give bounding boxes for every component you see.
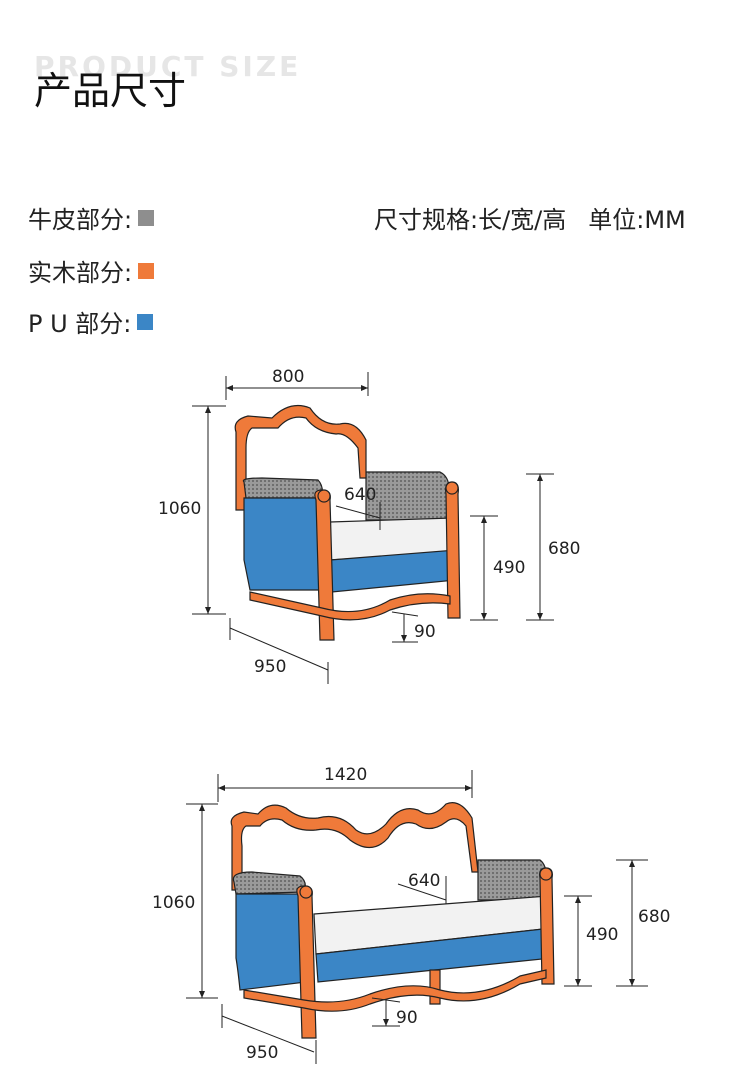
sofa-post-knob bbox=[299, 885, 313, 899]
sofa-width-text: 1420 bbox=[324, 765, 367, 785]
sofa-diagram: 1420 1060 640 680 490 90 950 bbox=[152, 765, 670, 1064]
armchair-depth-line bbox=[229, 627, 329, 671]
sofa-height-text: 1060 bbox=[152, 893, 195, 913]
sofa-right-knob bbox=[539, 867, 553, 881]
sofa-seat-height-text: 490 bbox=[586, 925, 618, 945]
armchair-height-text: 1060 bbox=[158, 499, 201, 519]
sofa-depth-line bbox=[221, 1015, 315, 1053]
legend-pu-label: P U 部分: bbox=[28, 310, 132, 338]
pu-swatch-icon bbox=[137, 313, 154, 330]
sofa-seat-depth-line bbox=[397, 883, 447, 901]
wood-swatch-icon bbox=[138, 262, 155, 279]
armchair-stretcher bbox=[249, 591, 451, 621]
size-spec-label: 尺寸规格:长/宽/高 bbox=[374, 206, 567, 234]
sofa-stretcher bbox=[243, 969, 547, 1012]
armchair-seat-depth-line bbox=[335, 505, 381, 519]
armchair-right-knob bbox=[445, 481, 459, 495]
sofa-leg-height-text: 90 bbox=[396, 1008, 418, 1028]
legend-wood: 实木部分: bbox=[28, 253, 155, 288]
unit-label: 单位:MM bbox=[588, 206, 686, 234]
armchair-left-side-pu bbox=[243, 497, 321, 591]
legend-leather-label: 牛皮部分: bbox=[28, 206, 133, 234]
armchair-seat-height-text: 490 bbox=[493, 558, 525, 578]
sofa-left-arm-top bbox=[232, 871, 306, 895]
legend-pu: P U 部分: bbox=[28, 304, 154, 339]
legend-wood-label: 实木部分: bbox=[28, 259, 133, 287]
spec-info: 尺寸规格:长/宽/高单位:MM bbox=[374, 200, 686, 235]
sofa-depth-text: 950 bbox=[246, 1043, 278, 1063]
sofa-left-side-pu bbox=[235, 893, 307, 991]
sofa-leather-back bbox=[477, 859, 547, 901]
leather-swatch-icon bbox=[138, 209, 155, 226]
armchair-left-arm-top bbox=[242, 477, 324, 499]
sofa-front-post bbox=[296, 885, 317, 1039]
armchair-diagram: 800 1060 640 680 490 90 950 bbox=[158, 367, 580, 684]
legend-leather: 牛皮部分: bbox=[28, 200, 155, 235]
armchair-arm-height-text: 680 bbox=[548, 539, 580, 559]
sofa-arm-height-text: 680 bbox=[638, 907, 670, 927]
watermark-product-size: PRODUCT SIZE bbox=[34, 50, 302, 83]
armchair-leather-back bbox=[365, 471, 450, 521]
armchair-back-frame bbox=[234, 405, 367, 511]
armchair-post-knob bbox=[317, 489, 331, 503]
armchair-seat-depth-text: 640 bbox=[344, 485, 376, 505]
armchair-width-text: 800 bbox=[272, 367, 304, 387]
sofa-back-frame bbox=[230, 802, 479, 891]
page-title: 产品尺寸 bbox=[34, 69, 187, 113]
sofa-seat-depth-text: 640 bbox=[408, 871, 440, 891]
armchair-leg-height-text: 90 bbox=[414, 622, 436, 642]
sofa-middle-leg bbox=[429, 969, 441, 1005]
armchair-depth-text: 950 bbox=[254, 657, 286, 677]
sofa-right-post bbox=[539, 867, 555, 985]
